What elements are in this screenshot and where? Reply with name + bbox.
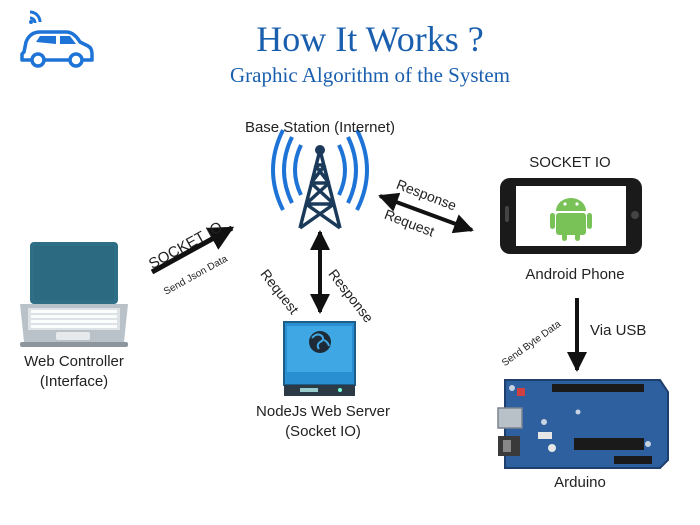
tower-icon (271, 129, 369, 230)
via-usb-label: Via USB (590, 322, 647, 339)
page-subtitle: Graphic Algorithm of the System (230, 63, 510, 87)
web-controller-label: Web Controller (Interface) (4, 352, 144, 392)
web-controller-name: Web Controller (24, 353, 124, 370)
phone-socket-label: SOCKET IO (529, 154, 611, 171)
page-title: How It Works ? (256, 19, 484, 59)
globe-icon (309, 331, 331, 353)
web-controller-sub: (Interface) (39, 373, 109, 390)
node-server-name: NodeJs Web Server (256, 403, 390, 420)
arduino-label: Arduino (554, 474, 606, 491)
android-icon (550, 198, 592, 241)
node-server-sub: (Socket IO) (285, 423, 361, 440)
laptop-icon (20, 242, 128, 347)
arduino-board-icon (497, 379, 669, 469)
base-station-label: Base Station (Internet) (244, 119, 396, 136)
arrow-web-to-station (150, 225, 235, 275)
android-phone-label: Android Phone (525, 266, 625, 283)
node-server-label: NodeJs Web Server (Socket IO) (238, 402, 408, 442)
car-wifi-icon (20, 10, 94, 68)
arrow-station-phone (378, 192, 474, 234)
